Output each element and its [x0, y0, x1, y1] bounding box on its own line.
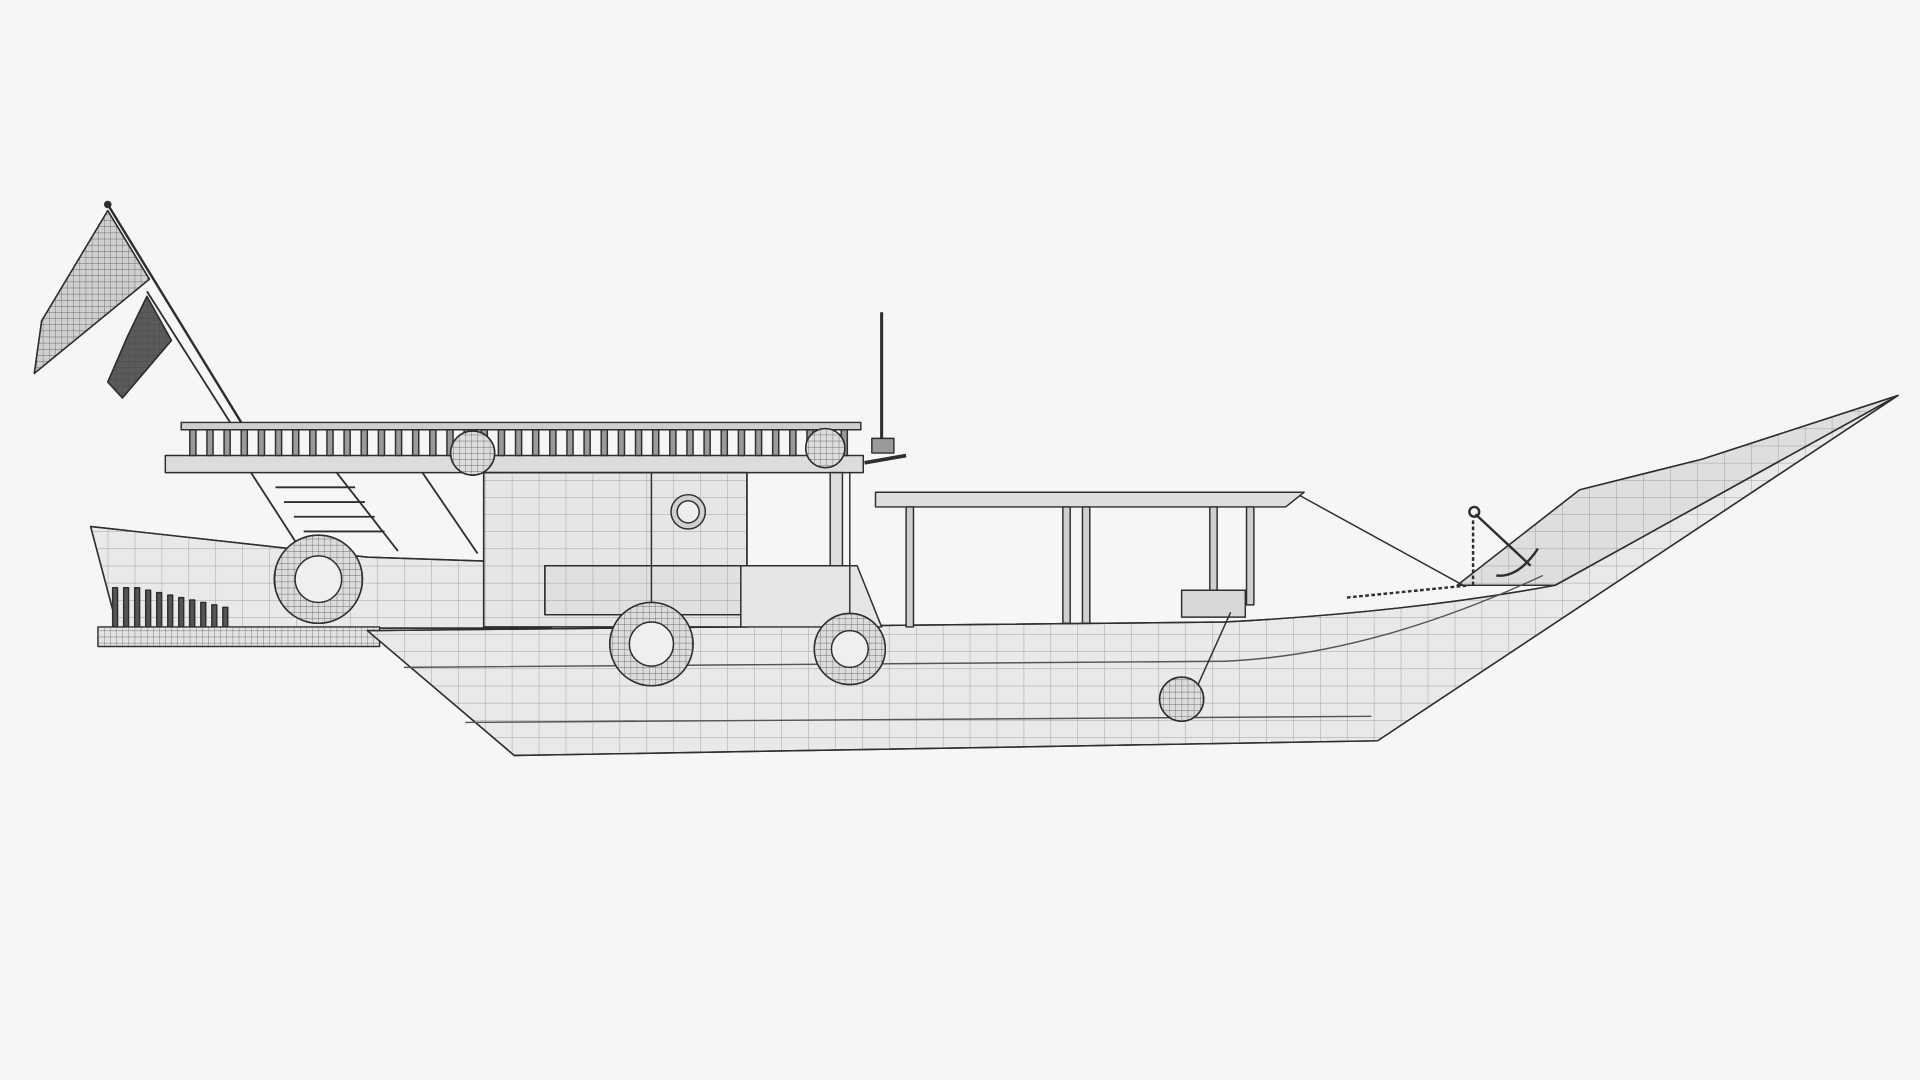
- anchor-icon: [1468, 505, 1539, 586]
- baluster: [326, 429, 334, 457]
- baluster: [789, 429, 797, 457]
- baluster: [634, 429, 643, 457]
- baluster: [617, 429, 626, 457]
- baluster: [309, 429, 317, 457]
- baluster: [771, 429, 780, 457]
- baluster: [411, 429, 420, 457]
- boat-model: [33, 200, 1899, 757]
- mid-bulwark: [740, 564, 883, 628]
- baluster: [429, 429, 437, 457]
- baluster: [583, 429, 591, 457]
- baluster: [240, 429, 249, 457]
- baluster: [737, 429, 746, 457]
- baluster: [686, 429, 694, 457]
- flag-large-mesh: [33, 209, 151, 375]
- baluster: [600, 429, 609, 457]
- baluster: [703, 429, 711, 457]
- buoy: [1158, 611, 1232, 722]
- railing-top: [180, 421, 862, 431]
- deck-box: [1180, 589, 1247, 618]
- flag-small-mesh: [107, 295, 173, 399]
- bow-upper-mesh: [1456, 394, 1899, 587]
- stairs: [250, 472, 479, 554]
- stern-deck-mesh: [97, 626, 380, 647]
- baluster: [360, 429, 369, 457]
- hull-waterline: [465, 715, 1372, 724]
- tire-stern: [273, 534, 364, 624]
- baluster: [206, 429, 214, 457]
- baluster: [189, 429, 197, 457]
- canopy-roof: [874, 491, 1305, 508]
- upper-deck-floor: [164, 454, 864, 474]
- baluster: [514, 429, 523, 457]
- antenna: [864, 312, 907, 465]
- flag-pole: [103, 200, 243, 424]
- baluster: [291, 429, 300, 457]
- baluster: [257, 429, 266, 457]
- baluster: [651, 429, 660, 457]
- baluster: [394, 429, 403, 457]
- stay-wire: [1300, 495, 1464, 586]
- tire-forward: [813, 472, 887, 686]
- baluster: [343, 429, 351, 457]
- deck-lamps: [449, 427, 846, 476]
- anchor-chain: [1346, 584, 1470, 599]
- baluster: [274, 429, 283, 457]
- baluster: [497, 429, 506, 457]
- baluster: [377, 429, 386, 457]
- baluster: [720, 429, 729, 457]
- hull-chine-line: [404, 574, 1544, 669]
- baluster: [754, 429, 763, 457]
- baluster: [531, 429, 540, 457]
- baluster: [223, 429, 231, 457]
- tire-mid: [609, 472, 694, 687]
- baluster: [549, 429, 557, 457]
- baluster: [669, 429, 677, 457]
- baluster: [566, 429, 574, 457]
- canopy-posts: [905, 506, 1255, 628]
- porthole-glass: [676, 500, 700, 524]
